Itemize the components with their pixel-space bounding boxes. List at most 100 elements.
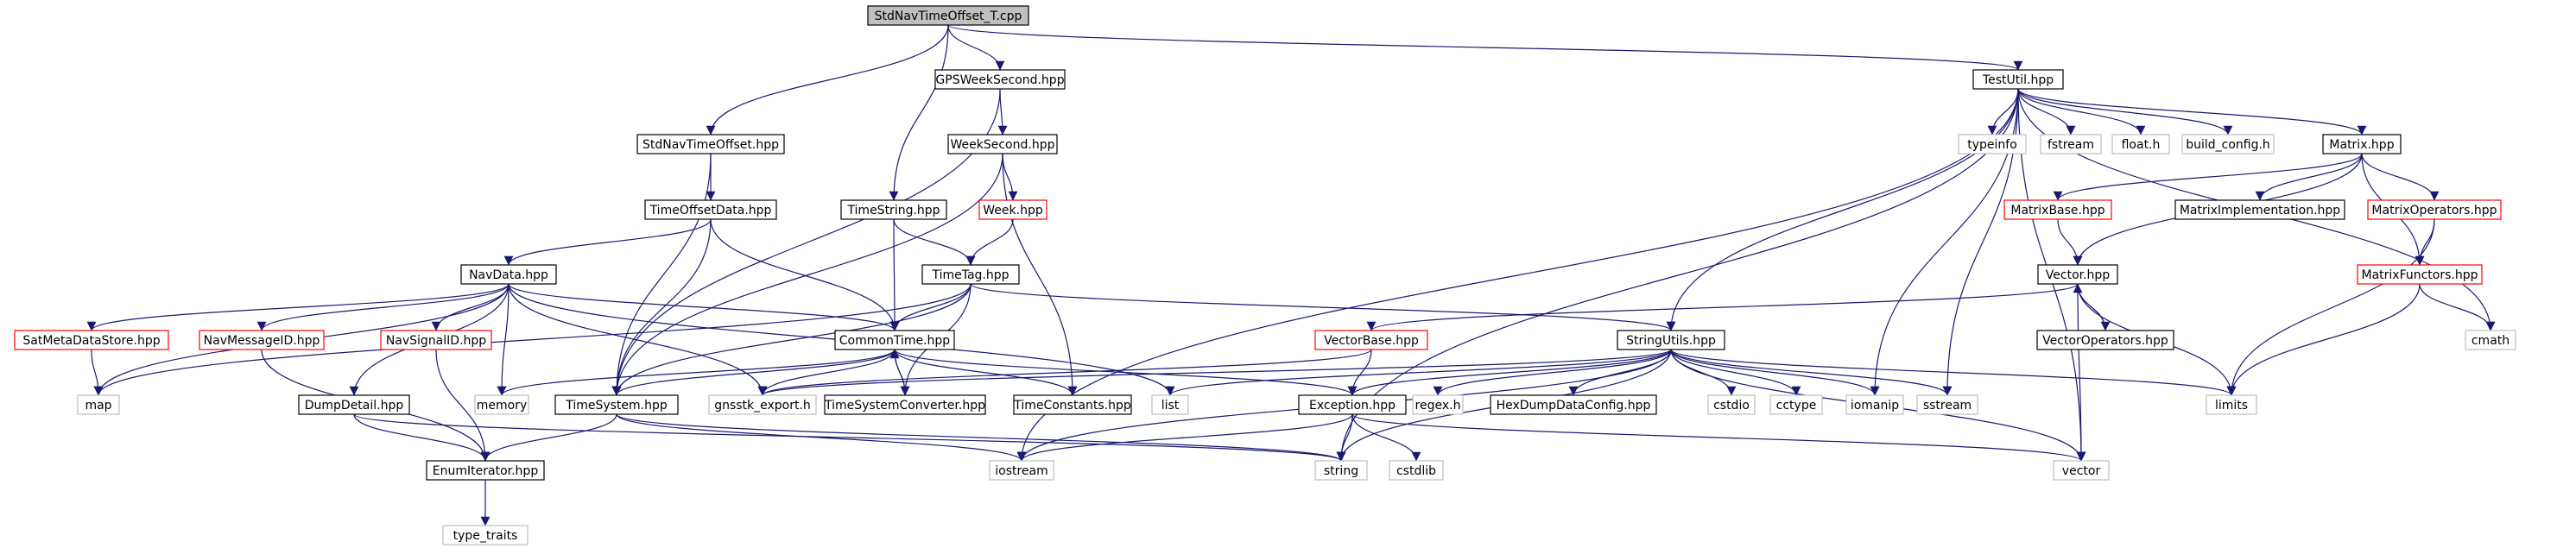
node-timeoffsetdata[interactable]: TimeOffsetData.hpp <box>644 199 777 220</box>
node-label-root: StdNavTimeOffset_T.cpp <box>875 9 1022 23</box>
node-navdata[interactable]: NavData.hpp <box>460 264 557 285</box>
edge-timestring-to-commontime <box>889 218 900 331</box>
edge-layer <box>86 24 2496 526</box>
edge-testutil-to-iostream <box>1016 88 2019 462</box>
node-map: map <box>77 394 120 415</box>
node-label-timestring: TimeString.hpp <box>846 204 940 217</box>
edge-timesystem-to-iostream <box>616 413 1027 462</box>
node-label-vector: vector <box>2062 464 2101 478</box>
node-box-navmsgid <box>199 330 325 350</box>
node-timeconst[interactable]: TimeConstants.hpp <box>1013 394 1132 415</box>
edge-timetag-to-commontime <box>889 283 972 331</box>
node-label-cstdlib: cstdlib <box>1396 464 1436 478</box>
node-label-memory: memory <box>477 399 528 413</box>
node-navsigid[interactable]: NavSignalID.hpp <box>380 330 492 350</box>
node-box-matriximpl <box>2174 199 2345 220</box>
node-week[interactable]: Week.hpp <box>978 199 1047 220</box>
node-box-root <box>867 5 1029 26</box>
node-cstdlib: cstdlib <box>1389 460 1444 481</box>
node-box-limits <box>2206 394 2257 415</box>
node-box-fstream <box>2040 134 2102 154</box>
edge-stringutils-to-exception <box>1347 349 1672 396</box>
node-box-timesystem <box>554 394 679 415</box>
node-box-dumpdetail <box>298 394 410 415</box>
node-iomanip: iomanip <box>1845 394 1904 415</box>
edge-navdata-to-commontime <box>508 283 900 331</box>
node-label-stdnav: StdNavTimeOffset.hpp <box>642 138 779 152</box>
node-stdnav[interactable]: StdNavTimeOffset.hpp <box>636 134 785 154</box>
edge-week-to-timetag <box>965 218 1014 266</box>
edge-testutil-to-fstream <box>2017 88 2076 135</box>
node-tsconv[interactable]: TimeSystemConverter.hpp <box>824 394 986 415</box>
node-label-matrix: Matrix.hpp <box>2329 138 2394 152</box>
node-dumpdetail[interactable]: DumpDetail.hpp <box>298 394 410 415</box>
node-label-vectorbase: VectorBase.hpp <box>1324 334 1419 348</box>
node-label-timetag: TimeTag.hpp <box>931 268 1009 282</box>
edge-weeksecond-to-week <box>1002 153 1018 201</box>
node-vector_hpp[interactable]: Vector.hpp <box>2037 264 2118 285</box>
node-weeksecond[interactable]: WeekSecond.hpp <box>947 134 1058 154</box>
edge-timeoffsetdata-to-commontime <box>710 218 900 331</box>
edge-stringutils-to-iomanip <box>1670 349 1880 396</box>
node-matriximpl[interactable]: MatrixImplementation.hpp <box>2174 199 2345 220</box>
node-hexdump[interactable]: HexDumpDataConfig.hpp <box>1490 394 1657 415</box>
edge-stringutils-to-regexh <box>1433 349 1672 396</box>
edge-vectorbase-to-gnsstk <box>757 349 1372 396</box>
node-exception[interactable]: Exception.hpp <box>1298 394 1407 415</box>
edge-commontime-to-timesystem <box>611 349 896 396</box>
node-box-vector_hpp <box>2037 264 2118 285</box>
edge-vectorbase-to-exception <box>1347 349 1372 396</box>
node-matrixbase[interactable]: MatrixBase.hpp <box>2003 199 2112 220</box>
node-vectorbase[interactable]: VectorBase.hpp <box>1314 330 1428 350</box>
node-matrixops[interactable]: MatrixOperators.hpp <box>2367 199 2502 220</box>
node-label-week: Week.hpp <box>983 204 1043 217</box>
node-timetag[interactable]: TimeTag.hpp <box>921 264 1020 285</box>
edge-dumpdetail-to-enumiter <box>353 413 491 462</box>
node-label-matrixbase: MatrixBase.hpp <box>2010 204 2104 217</box>
node-box-sstream <box>1916 394 1978 415</box>
node-label-typeinfo: typeinfo <box>1967 138 2017 152</box>
node-testutil[interactable]: TestUtil.hpp <box>1972 69 2064 90</box>
edge-weeksecond-to-timesystem <box>611 153 1003 396</box>
edge-stdnav-to-timesystem <box>611 153 712 396</box>
edge-gpsws-to-weeksecond <box>997 88 1008 135</box>
node-stringutils[interactable]: StringUtils.hpp <box>1617 330 1725 350</box>
edge-matrixops-to-limits <box>2226 218 2435 396</box>
node-satmeta[interactable]: SatMetaDataStore.hpp <box>14 330 169 350</box>
edge-commontime-to-memory <box>497 349 896 396</box>
edge-testutil-to-floath <box>2017 88 2146 135</box>
node-box-matrixfunctors <box>2357 264 2483 285</box>
node-box-buildconfig <box>2181 134 2275 154</box>
node-box-map <box>77 394 120 415</box>
edge-testutil-to-string <box>1336 88 2019 462</box>
edge-weeksecond-to-timeconst <box>1002 153 1078 396</box>
edge-stringutils-to-hexdump <box>1568 349 1672 396</box>
node-box-memory <box>474 394 529 415</box>
node-iostream: iostream <box>989 460 1054 481</box>
node-label-list: list <box>1161 399 1180 413</box>
edge-timetag-to-stringutils <box>970 283 1676 331</box>
node-gpsws[interactable]: GPSWeekSecond.hpp <box>934 69 1066 90</box>
node-timestring[interactable]: TimeString.hpp <box>840 199 947 220</box>
node-box-vectorops <box>2036 330 2174 350</box>
node-label-regexh: regex.h <box>1415 399 1461 413</box>
edge-root-to-timestring <box>889 24 949 201</box>
node-gnsstk: gnsstk_export.h <box>708 394 817 415</box>
node-cmath: cmath <box>2465 330 2516 350</box>
node-box-exception <box>1298 394 1407 415</box>
node-enumiter[interactable]: EnumIterator.hpp <box>426 460 545 481</box>
edge-matrixops-to-matrixfunctors <box>2415 218 2435 266</box>
node-root[interactable]: StdNavTimeOffset_T.cpp <box>867 5 1029 26</box>
node-label-stringutils: StringUtils.hpp <box>1626 334 1716 348</box>
edge-exception-to-iostream <box>1016 413 1353 462</box>
node-commontime[interactable]: CommonTime.hpp <box>834 330 955 350</box>
node-matrixfunctors[interactable]: MatrixFunctors.hpp <box>2357 264 2483 285</box>
node-label-testutil: TestUtil.hpp <box>1982 73 2054 87</box>
node-label-cmath: cmath <box>2472 334 2510 348</box>
node-matrix[interactable]: Matrix.hpp <box>2322 134 2402 154</box>
edge-testutil-to-matrix <box>2017 88 2367 135</box>
node-vectorops[interactable]: VectorOperators.hpp <box>2036 330 2174 350</box>
node-box-typetraits <box>442 525 528 545</box>
node-timesystem[interactable]: TimeSystem.hpp <box>554 394 679 415</box>
node-navmsgid[interactable]: NavMessageID.hpp <box>199 330 325 350</box>
